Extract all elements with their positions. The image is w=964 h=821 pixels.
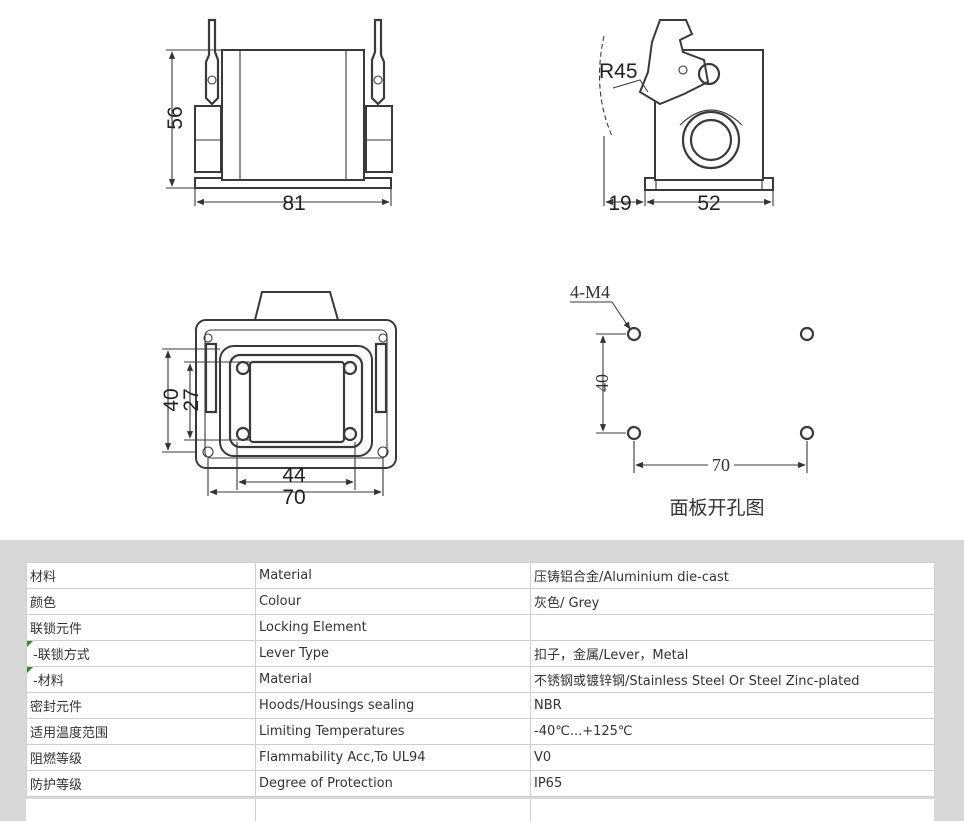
table-row: 联锁元件 Locking Element bbox=[26, 614, 935, 641]
spec-label-zh: -联锁方式 bbox=[33, 648, 90, 663]
spec-label-zh: -材料 bbox=[33, 674, 64, 689]
spec-label-en: Material bbox=[255, 562, 531, 589]
table-row: 防护等级 Degree of Protection IP65 bbox=[26, 770, 935, 797]
front-right-lug bbox=[365, 105, 393, 173]
cutout-hole-br bbox=[799, 425, 815, 441]
side-lever bbox=[638, 19, 710, 106]
spec-sub-cell: -材料 bbox=[26, 666, 256, 693]
front-left-lever bbox=[204, 18, 220, 106]
spec-label-zh: 颜色 bbox=[26, 588, 256, 615]
top-dim-inner-height: 27 bbox=[180, 388, 203, 411]
side-cable-entry bbox=[681, 110, 741, 170]
front-right-lever bbox=[370, 18, 386, 106]
drawing-canvas: 56 81 R45 19 52 bbox=[160, 18, 815, 519]
spec-label-en: Material bbox=[255, 666, 531, 693]
front-body bbox=[221, 49, 365, 181]
spec-value bbox=[530, 614, 935, 641]
spec-value: -40℃...+125℃ bbox=[530, 718, 935, 745]
spec-sub-cell: -联锁方式 bbox=[26, 640, 256, 667]
spec-label-en: Degree of Protection bbox=[255, 770, 531, 797]
spec-value: NBR bbox=[530, 692, 935, 719]
table-row: 材料 Material 压铸铝合金/Aluminium die-cast bbox=[26, 562, 935, 589]
table-row: 适用温度范围 Limiting Temperatures -40℃...+125… bbox=[26, 718, 935, 745]
spec-label-en: Lever Type bbox=[255, 640, 531, 667]
comment-marker-icon bbox=[27, 641, 33, 647]
spec-value: V0 bbox=[530, 744, 935, 771]
spec-value: 不锈钢或镀锌钢/Stainless Steel Or Steel Zinc-pl… bbox=[530, 666, 935, 693]
spec-label-en: Colour bbox=[255, 588, 531, 615]
front-dim-height: 56 bbox=[164, 106, 187, 129]
table-row: 颜色 Colour 灰色/ Grey bbox=[26, 588, 935, 615]
side-view: R45 19 52 bbox=[598, 19, 774, 215]
spec-value: IP65 bbox=[530, 770, 935, 797]
spec-label-en: Locking Element bbox=[255, 614, 531, 641]
top-frame bbox=[219, 345, 373, 457]
spec-section: 材料 Material 压铸铝合金/Aluminium die-cast 颜色 … bbox=[0, 540, 964, 821]
table-row: 阻燃等级 Flammability Acc,To UL94 V0 bbox=[26, 744, 935, 771]
top-hood-cap bbox=[253, 291, 340, 321]
front-left-lug bbox=[194, 105, 222, 173]
side-dim-offset: 19 bbox=[608, 192, 631, 215]
spec-value: 扣子，金属/Lever，Metal bbox=[530, 640, 935, 667]
table-row: -联锁方式 Lever Type 扣子，金属/Lever，Metal bbox=[26, 640, 935, 667]
spec-value: 压铸铝合金/Aluminium die-cast bbox=[530, 562, 935, 589]
top-dim-inner-width: 44 bbox=[282, 464, 306, 487]
cutout-hole-tl bbox=[626, 326, 642, 342]
spec-value: 灰色/ Grey bbox=[530, 588, 935, 615]
cutout-hole-label: 4-M4 bbox=[570, 282, 610, 302]
top-dim-outer-height: 40 bbox=[160, 388, 183, 411]
top-dim-outer-width: 70 bbox=[282, 486, 305, 509]
cutout-dim-horizontal: 70 bbox=[712, 455, 730, 475]
spec-table: 材料 Material 压铸铝合金/Aluminium die-cast 颜色 … bbox=[26, 562, 935, 797]
cutout-hole-tr bbox=[799, 326, 815, 342]
top-opening bbox=[248, 360, 346, 444]
side-dim-width: 52 bbox=[697, 192, 720, 215]
comment-marker-icon bbox=[27, 667, 33, 673]
cutout-dim-vertical: 40 bbox=[592, 374, 612, 392]
technical-drawing: 56 81 R45 19 52 bbox=[160, 18, 815, 519]
spec-label-zh: 密封元件 bbox=[26, 692, 256, 719]
cutout-hole-bl bbox=[626, 425, 642, 441]
spec-label-zh: 联锁元件 bbox=[26, 614, 256, 641]
table-row: 密封元件 Hoods/Housings sealing NBR bbox=[26, 692, 935, 719]
panel-cutout-view: 4-M4 40 70 面板开孔图 bbox=[570, 282, 815, 519]
table-row: -材料 Material 不锈钢或镀锌钢/Stainless Steel Or … bbox=[26, 666, 935, 693]
spec-label-zh: 适用温度范围 bbox=[26, 718, 256, 745]
spec-label-en: Flammability Acc,To UL94 bbox=[255, 744, 531, 771]
table-empty-area bbox=[26, 799, 934, 821]
spec-label-zh: 材料 bbox=[26, 562, 256, 589]
front-dim-width: 81 bbox=[282, 192, 305, 215]
spec-label-en: Limiting Temperatures bbox=[255, 718, 531, 745]
side-dim-radius: R45 bbox=[599, 60, 638, 83]
spec-label-zh: 阻燃等级 bbox=[26, 744, 256, 771]
spec-label-en: Hoods/Housings sealing bbox=[255, 692, 531, 719]
cutout-caption: 面板开孔图 bbox=[669, 497, 764, 519]
front-view: 56 81 bbox=[164, 18, 393, 215]
spec-label-zh: 防护等级 bbox=[26, 770, 256, 797]
top-view: 40 27 44 70 bbox=[160, 291, 397, 509]
